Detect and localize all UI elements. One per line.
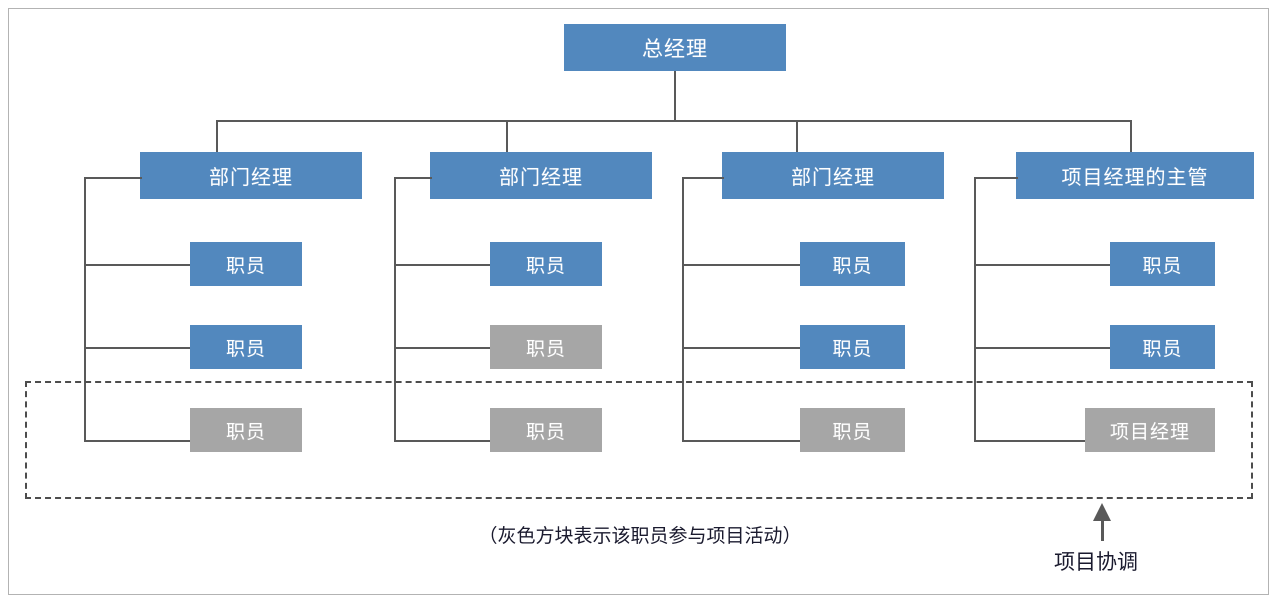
project-team-region bbox=[25, 381, 1253, 499]
connector-col1-manager-link bbox=[84, 177, 142, 179]
node-col4-report-1[interactable]: 职员 bbox=[1110, 242, 1215, 286]
connector-col3-spine bbox=[682, 177, 684, 441]
node-general-manager[interactable]: 总经理 bbox=[564, 24, 786, 71]
node-col4-report-2[interactable]: 职员 bbox=[1110, 325, 1215, 369]
connector-col4-manager-link bbox=[974, 177, 1018, 179]
node-col1-report-2[interactable]: 职员 bbox=[190, 325, 302, 369]
connector-drop-col3 bbox=[796, 120, 798, 153]
connector-col2-report3 bbox=[394, 440, 492, 442]
node-col3-report-2[interactable]: 职员 bbox=[800, 325, 905, 369]
legend-caption: （灰色方块表示该职员参与项目活动） bbox=[478, 526, 802, 547]
node-col1-report-1[interactable]: 职员 bbox=[190, 242, 302, 286]
connector-drop-col2 bbox=[506, 120, 508, 153]
connector-col4-report1 bbox=[974, 264, 1112, 266]
connector-col3-manager-link bbox=[682, 177, 724, 179]
connector-col2-report2 bbox=[394, 347, 492, 349]
connector-manager-bus bbox=[217, 120, 1132, 122]
coordination-label: 项目协调 bbox=[1054, 551, 1138, 574]
connector-drop-col4 bbox=[1130, 120, 1132, 153]
node-col3-manager[interactable]: 部门经理 bbox=[722, 152, 944, 199]
node-col2-report-1[interactable]: 职员 bbox=[490, 242, 602, 286]
connector-col2-manager-link bbox=[394, 177, 432, 179]
node-col3-report-3[interactable]: 职员 bbox=[800, 408, 905, 452]
connector-col2-spine bbox=[394, 177, 396, 441]
coordination-arrow-shaft bbox=[1101, 519, 1104, 541]
connector-col3-report2 bbox=[682, 347, 802, 349]
connector-drop-col1 bbox=[216, 120, 218, 153]
node-col1-manager[interactable]: 部门经理 bbox=[140, 152, 362, 199]
connector-col4-report3 bbox=[974, 440, 1112, 442]
connector-col4-spine bbox=[974, 177, 976, 441]
node-col1-report-3[interactable]: 职员 bbox=[190, 408, 302, 452]
node-col2-report-3[interactable]: 职员 bbox=[490, 408, 602, 452]
node-col4-project-manager[interactable]: 项目经理 bbox=[1085, 408, 1215, 452]
connector-col1-report1 bbox=[84, 264, 192, 266]
coordination-arrow-head bbox=[1093, 503, 1111, 521]
connector-gm-stem bbox=[674, 71, 676, 121]
node-col2-manager[interactable]: 部门经理 bbox=[430, 152, 652, 199]
node-col3-report-1[interactable]: 职员 bbox=[800, 242, 905, 286]
connector-col1-report3 bbox=[84, 440, 192, 442]
diagram-outer-frame bbox=[8, 8, 1269, 595]
connector-col1-report2 bbox=[84, 347, 192, 349]
node-col4-manager[interactable]: 项目经理的主管 bbox=[1016, 152, 1254, 199]
connector-col3-report3 bbox=[682, 440, 802, 442]
connector-col3-report1 bbox=[682, 264, 802, 266]
connector-col2-report1 bbox=[394, 264, 492, 266]
connector-col4-report2 bbox=[974, 347, 1112, 349]
connector-col1-spine bbox=[84, 177, 86, 441]
node-col2-report-2[interactable]: 职员 bbox=[490, 325, 602, 369]
